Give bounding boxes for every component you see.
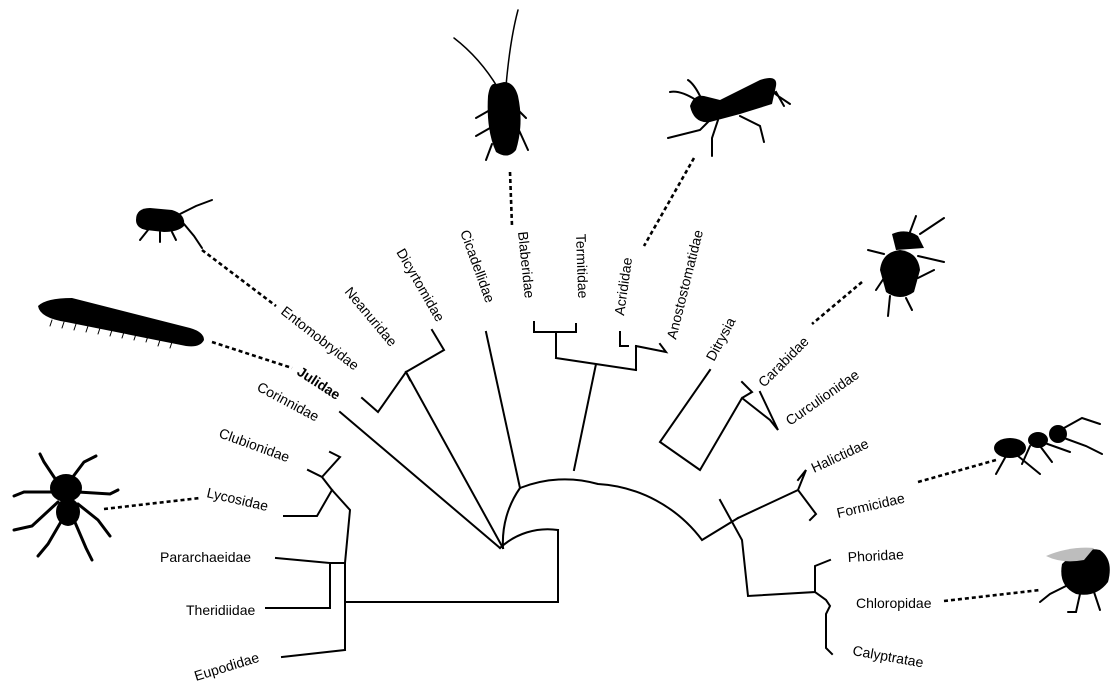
taxon-label-lycosidae: Lycosidae <box>205 484 270 514</box>
taxon-label-anostostomatidae: Anostostomatidae <box>663 228 706 341</box>
springtail-icon <box>136 200 212 248</box>
leader-entomobryidae <box>202 250 276 306</box>
branch-cicadellidae <box>486 332 520 488</box>
silhouette-leaders <box>104 158 1040 601</box>
leader-chloropidae <box>944 590 1040 601</box>
taxon-label-dicyrtomidae: Dicyrtomidae <box>393 246 448 325</box>
grasshopper-icon <box>668 78 790 156</box>
branch-collembola-pair <box>362 330 444 412</box>
taxon-label-chloropidae: Chloropidae <box>856 595 932 611</box>
millipede-icon <box>38 298 204 348</box>
branch-hymenoptera <box>738 470 816 520</box>
taxon-label-pararchaeidae: Pararchaeidae <box>160 549 251 565</box>
branch-julidae <box>340 412 500 548</box>
branch-entomobryidae <box>406 372 503 548</box>
taxon-label-blaberidae: Blaberidae <box>515 231 538 299</box>
tree-branches <box>266 322 832 657</box>
taxon-label-clubionidae: Clubionidae <box>217 425 292 465</box>
taxon-label-formicidae: Formicidae <box>835 490 906 521</box>
taxon-label-julidae: Julidae <box>294 363 343 403</box>
taxon-label-neanuridae: Neanuridae <box>342 284 401 350</box>
taxon-label-carabidae: Carabidae <box>755 333 812 390</box>
taxon-label-entomobryidae: Entomobryidae <box>278 303 362 374</box>
taxon-label-calyptratae: Calyptratae <box>851 642 924 670</box>
beetle-icon <box>868 216 944 316</box>
taxon-label-acrididae: Acrididae <box>611 256 635 316</box>
leader-lycosidae <box>104 498 200 509</box>
leader-blaberidae <box>510 172 512 226</box>
taxon-label-curculionidae: Curculionidae <box>783 366 862 428</box>
taxon-label-cicadellidae: Cicadellidae <box>457 228 498 305</box>
branch-polyneoptera <box>534 322 666 470</box>
leader-acrididae <box>644 158 694 246</box>
branch-spiders <box>284 452 340 516</box>
taxon-label-termitidae: Termitidae <box>573 234 591 299</box>
taxon-label-halictidae: Halictidae <box>809 435 872 476</box>
root-arc <box>500 479 738 548</box>
spider-icon <box>14 454 118 560</box>
branch-arachnid-clade <box>345 530 558 602</box>
leader-formicidae <box>918 460 996 482</box>
cockroach-icon <box>454 10 528 160</box>
ant-icon <box>994 418 1102 474</box>
taxon-label-theridiidae: Theridiidae <box>186 602 255 618</box>
taxon-label-ditrysia: Ditrysia <box>703 315 739 364</box>
leader-carabidae <box>812 282 862 324</box>
taxon-label-eupodidae: Eupodidae <box>192 649 261 684</box>
taxon-label-phoridae: Phoridae <box>847 546 904 565</box>
leader-julidae <box>212 342 292 368</box>
branch-diptera <box>720 500 832 654</box>
fly-icon <box>1040 548 1110 612</box>
taxon-labels: Eupodidae Theridiidae Pararchaeidae Lyco… <box>160 228 932 684</box>
